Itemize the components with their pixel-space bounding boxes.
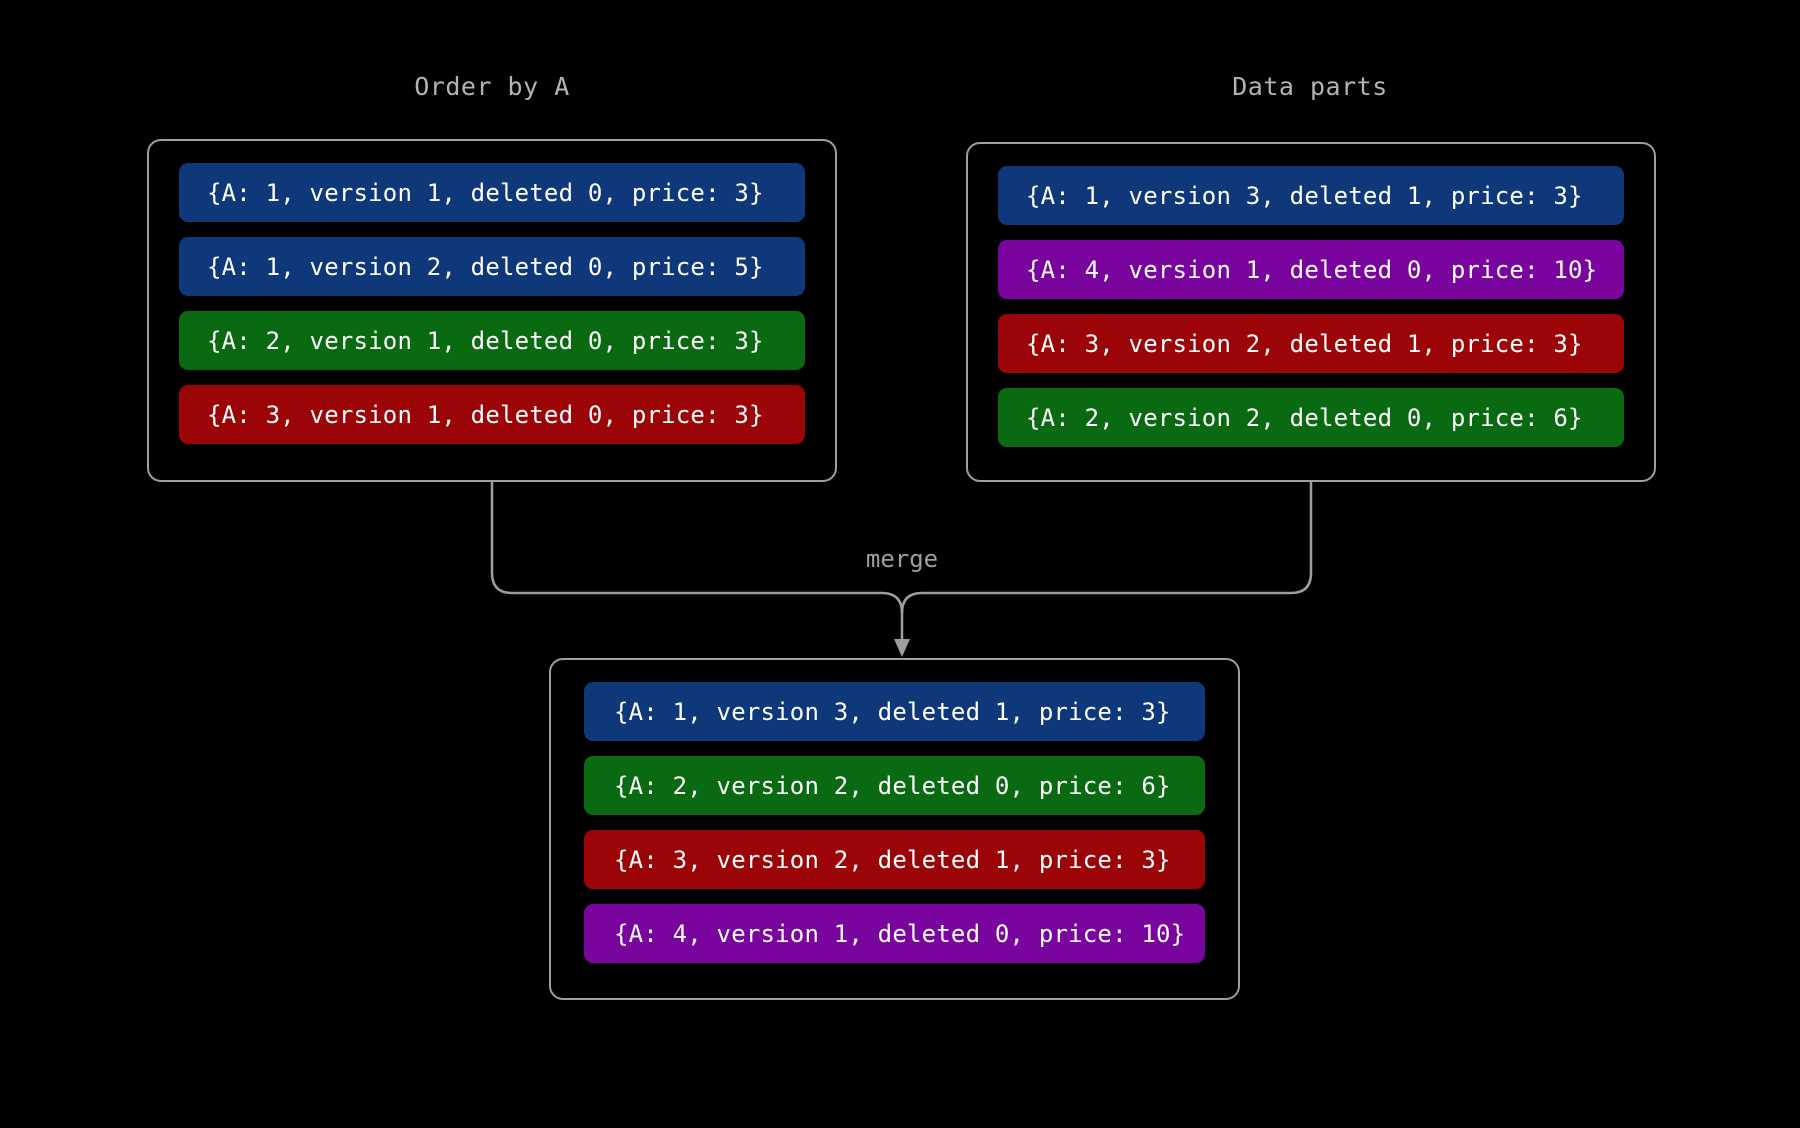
panel-order-by-a: {A: 1, version 1, deleted 0, price: 3} {… <box>147 139 837 482</box>
connector-path-right <box>900 482 1313 614</box>
data-row: {A: 1, version 3, deleted 1, price: 3} <box>584 682 1205 741</box>
data-row: {A: 3, version 2, deleted 1, price: 3} <box>584 830 1205 889</box>
panel-title-data-parts: Data parts <box>1232 72 1388 101</box>
data-row: {A: 2, version 2, deleted 0, price: 6} <box>998 388 1624 447</box>
row-list-order-by-a: {A: 1, version 1, deleted 0, price: 3} {… <box>149 141 835 466</box>
arrowhead-icon <box>894 639 910 657</box>
panel-title-order-by-a: Order by A <box>414 72 570 101</box>
panel-data-parts: {A: 1, version 3, deleted 1, price: 3} {… <box>966 142 1656 482</box>
data-row: {A: 2, version 2, deleted 0, price: 6} <box>584 756 1205 815</box>
data-row: {A: 3, version 2, deleted 1, price: 3} <box>998 314 1624 373</box>
row-list-data-parts: {A: 1, version 3, deleted 1, price: 3} {… <box>968 144 1654 469</box>
row-list-merged: {A: 1, version 3, deleted 1, price: 3} {… <box>551 660 1238 985</box>
data-row: {A: 4, version 1, deleted 0, price: 10} <box>998 240 1624 299</box>
data-row: {A: 1, version 1, deleted 0, price: 3} <box>179 163 805 222</box>
panel-merged-result: {A: 1, version 3, deleted 1, price: 3} {… <box>549 658 1240 1000</box>
data-row: {A: 1, version 2, deleted 0, price: 5} <box>179 237 805 296</box>
merge-label: merge <box>865 545 939 573</box>
connector-path-left <box>490 482 904 614</box>
data-row: {A: 4, version 1, deleted 0, price: 10} <box>584 904 1205 963</box>
data-row: {A: 1, version 3, deleted 1, price: 3} <box>998 166 1624 225</box>
data-row: {A: 3, version 1, deleted 0, price: 3} <box>179 385 805 444</box>
data-row: {A: 2, version 1, deleted 0, price: 3} <box>179 311 805 370</box>
